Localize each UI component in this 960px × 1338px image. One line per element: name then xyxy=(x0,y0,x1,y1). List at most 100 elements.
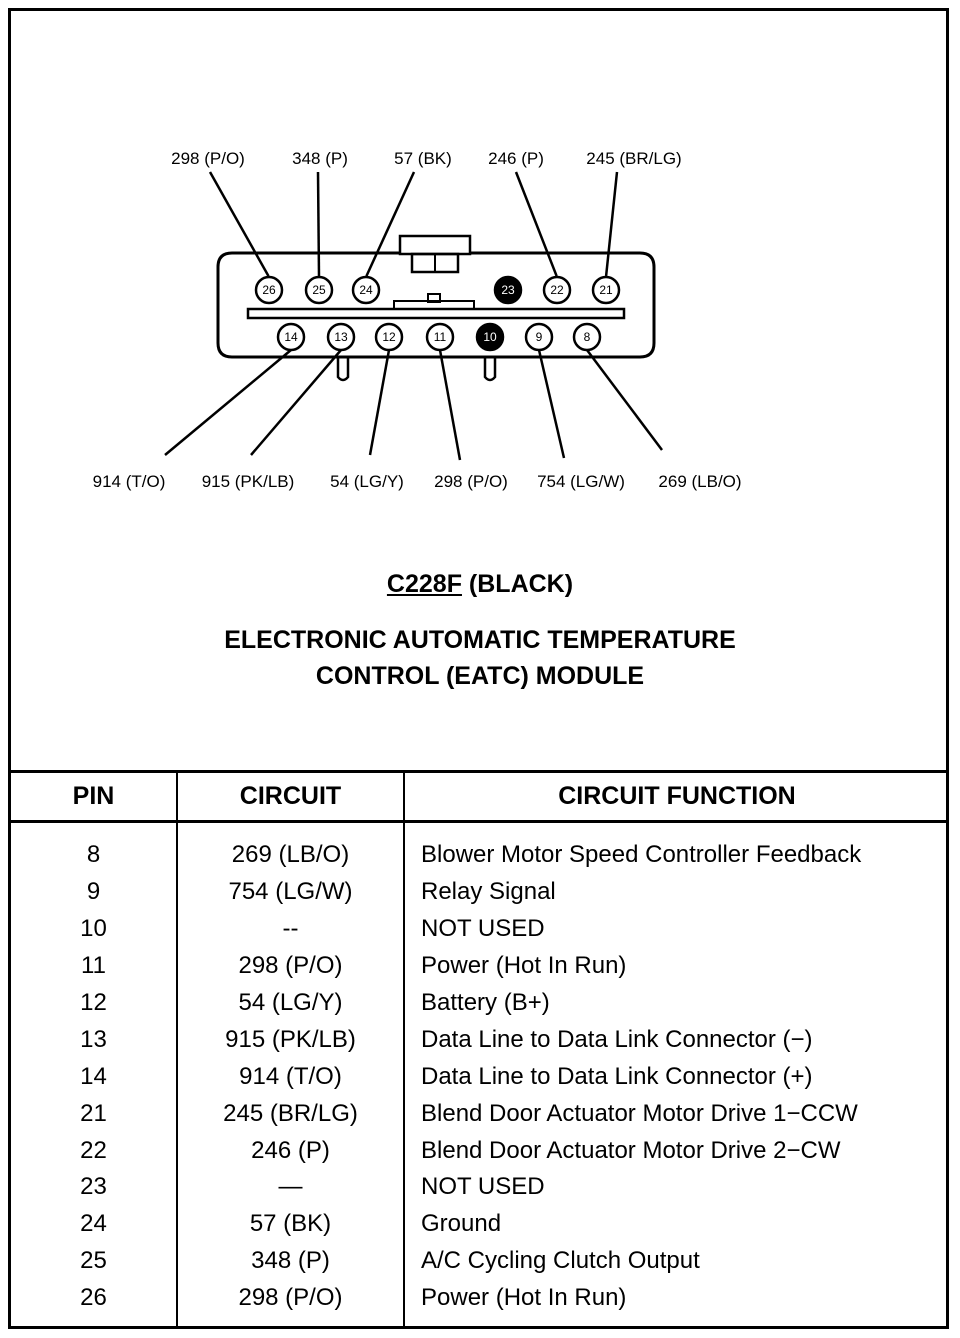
table-row: 8 269 (LB/O)Blower Motor Speed Controller… xyxy=(11,821,949,874)
cell-function: Data Line to Data Link Connector (−) xyxy=(403,1021,949,1059)
table-row: 22 246 (P)Blend Door Actuator Motor Drive… xyxy=(11,1132,949,1170)
pin-number: 9 xyxy=(536,330,543,344)
connector-body xyxy=(216,251,656,359)
pin-cavity-12 xyxy=(374,322,404,352)
cell-pin: 25 xyxy=(80,1247,107,1275)
pin-number: 12 xyxy=(382,330,396,344)
pin-number: 14 xyxy=(284,330,298,344)
cell-function: Power (Hot In Run) xyxy=(403,1279,949,1327)
wire-lead xyxy=(208,171,270,277)
cell-circuit: -- xyxy=(176,910,404,948)
wire-lead xyxy=(604,171,619,277)
pin-cavity-9 xyxy=(524,322,554,352)
cell-circuit: 246 (P) xyxy=(176,1132,404,1170)
wire-lead xyxy=(365,171,416,277)
table-row: 12 54 (LG/Y)Battery (B+) xyxy=(11,984,949,1022)
wire-lead xyxy=(537,349,566,459)
cell-function: Ground xyxy=(403,1205,949,1243)
connector-title: C228F (BLACK) xyxy=(0,570,960,599)
cell-function: A/C Cycling Clutch Output xyxy=(403,1242,949,1280)
wire-lead xyxy=(514,171,558,277)
wire-label-bottom: 754 (LG/W) xyxy=(537,472,625,491)
cell-function: Power (Hot In Run) xyxy=(403,947,949,985)
cell-pin: 23 xyxy=(80,1173,107,1201)
cell-function: Blend Door Actuator Motor Drive 1−CCW xyxy=(403,1095,949,1133)
cell-function: NOT USED xyxy=(403,1169,949,1206)
cell-circuit: 54 (LG/Y) xyxy=(176,984,404,1022)
pin-number: 24 xyxy=(359,283,373,297)
wire-lead xyxy=(316,171,321,277)
pin-cavity-21 xyxy=(591,275,621,305)
module-title-line1: ELECTRONIC AUTOMATIC TEMPERATURE xyxy=(224,626,736,654)
cell-circuit: 245 (BR/LG) xyxy=(176,1095,404,1133)
cell-pin: 10 xyxy=(80,915,107,943)
cell-pin: 22 xyxy=(80,1136,107,1164)
wire-lead xyxy=(368,349,391,456)
cell-pin: 12 xyxy=(80,989,107,1016)
cell-pin: 24 xyxy=(80,1210,107,1238)
wire-label-bottom: 269 (LB/O) xyxy=(658,472,741,491)
table-row: 10--NOT USED xyxy=(11,910,949,948)
cell-circuit: — xyxy=(176,1169,404,1206)
pin-number: 13 xyxy=(334,330,348,344)
wire-label-bottom: 915 (PK/LB) xyxy=(202,472,295,491)
table-row: 23 —NOT USED xyxy=(11,1169,949,1206)
connector-lock-tab xyxy=(398,234,472,256)
wire-label-top: 246 (P) xyxy=(488,149,544,168)
cell-function: Battery (B+) xyxy=(403,984,949,1022)
pin-cavity-8 xyxy=(572,322,602,352)
connector-id: C228F xyxy=(386,570,462,598)
module-title: ELECTRONIC AUTOMATIC TEMPERATURE CONTROL… xyxy=(0,622,960,694)
figure-frame xyxy=(8,8,949,1329)
pin-number: 22 xyxy=(550,283,564,297)
table-header-row: PIN CIRCUIT CIRCUIT FUNCTION xyxy=(11,772,949,823)
cell-pin: 11 xyxy=(81,952,106,980)
cell-pin: 21 xyxy=(80,1099,107,1127)
wire-label-top: 245 (BR/LG) xyxy=(586,149,681,168)
pin-cavity-14 xyxy=(276,322,306,352)
wire-label-top: 298 (P/O) xyxy=(171,149,245,168)
pin-number: 10 xyxy=(483,330,497,344)
cell-function: Blower Motor Speed Controller Feedback xyxy=(403,821,949,874)
pin-cavity-13 xyxy=(326,322,356,352)
cell-circuit: 754 (LG/W) xyxy=(176,873,404,911)
cell-pin: 13 xyxy=(80,1025,107,1053)
table-top-rule xyxy=(8,770,949,773)
wire-label-bottom: 54 (LG/Y) xyxy=(330,472,404,491)
connector-divider xyxy=(246,307,626,320)
pin-cavity-11 xyxy=(425,322,455,352)
wire-lead xyxy=(438,349,462,461)
cell-pin: 14 xyxy=(80,1062,107,1090)
cell-circuit: 915 (PK/LB) xyxy=(176,1021,404,1059)
pin-cavity-24 xyxy=(351,275,381,305)
connector-key-right xyxy=(483,357,497,382)
pin-cavity-25 xyxy=(304,275,334,305)
cell-circuit: 57 (BK) xyxy=(176,1205,404,1243)
table-row: 26 298 (P/O)Power (Hot In Run) xyxy=(11,1279,949,1327)
cell-pin: 26 xyxy=(80,1284,107,1312)
wire-label-top: 348 (P) xyxy=(292,149,348,168)
cell-function: Blend Door Actuator Motor Drive 2−CW xyxy=(403,1132,949,1170)
cell-pin: 8 xyxy=(86,841,101,869)
header-function: CIRCUIT FUNCTION xyxy=(403,772,949,823)
cell-function: Data Line to Data Link Connector (+) xyxy=(403,1058,949,1096)
cell-circuit: 348 (P) xyxy=(176,1242,404,1280)
cell-function: Relay Signal xyxy=(403,873,949,911)
header-pin: PIN xyxy=(11,772,177,823)
cell-circuit: 914 (T/O) xyxy=(176,1058,404,1096)
table-row: 25 348 (P)A/C Cycling Clutch Output xyxy=(11,1242,949,1280)
wire-label-bottom: 914 (T/O) xyxy=(93,472,166,491)
cell-circuit: 269 (LB/O) xyxy=(176,821,404,874)
pin-cavity-10 xyxy=(475,322,505,352)
wire-label-bottom: 298 (P/O) xyxy=(434,472,508,491)
table-row: 13 915 (PK/LB)Data Line to Data Link Conn… xyxy=(11,1021,949,1059)
cell-circuit: 298 (P/O) xyxy=(176,1279,404,1327)
connector-key-left xyxy=(336,357,350,382)
wire-label-top: 57 (BK) xyxy=(394,149,452,168)
connector-color: (BLACK) xyxy=(468,570,574,598)
pin-table: PIN CIRCUIT CIRCUIT FUNCTION 8 269 (LB/O)… xyxy=(11,772,949,1327)
wire-lead xyxy=(250,349,342,456)
